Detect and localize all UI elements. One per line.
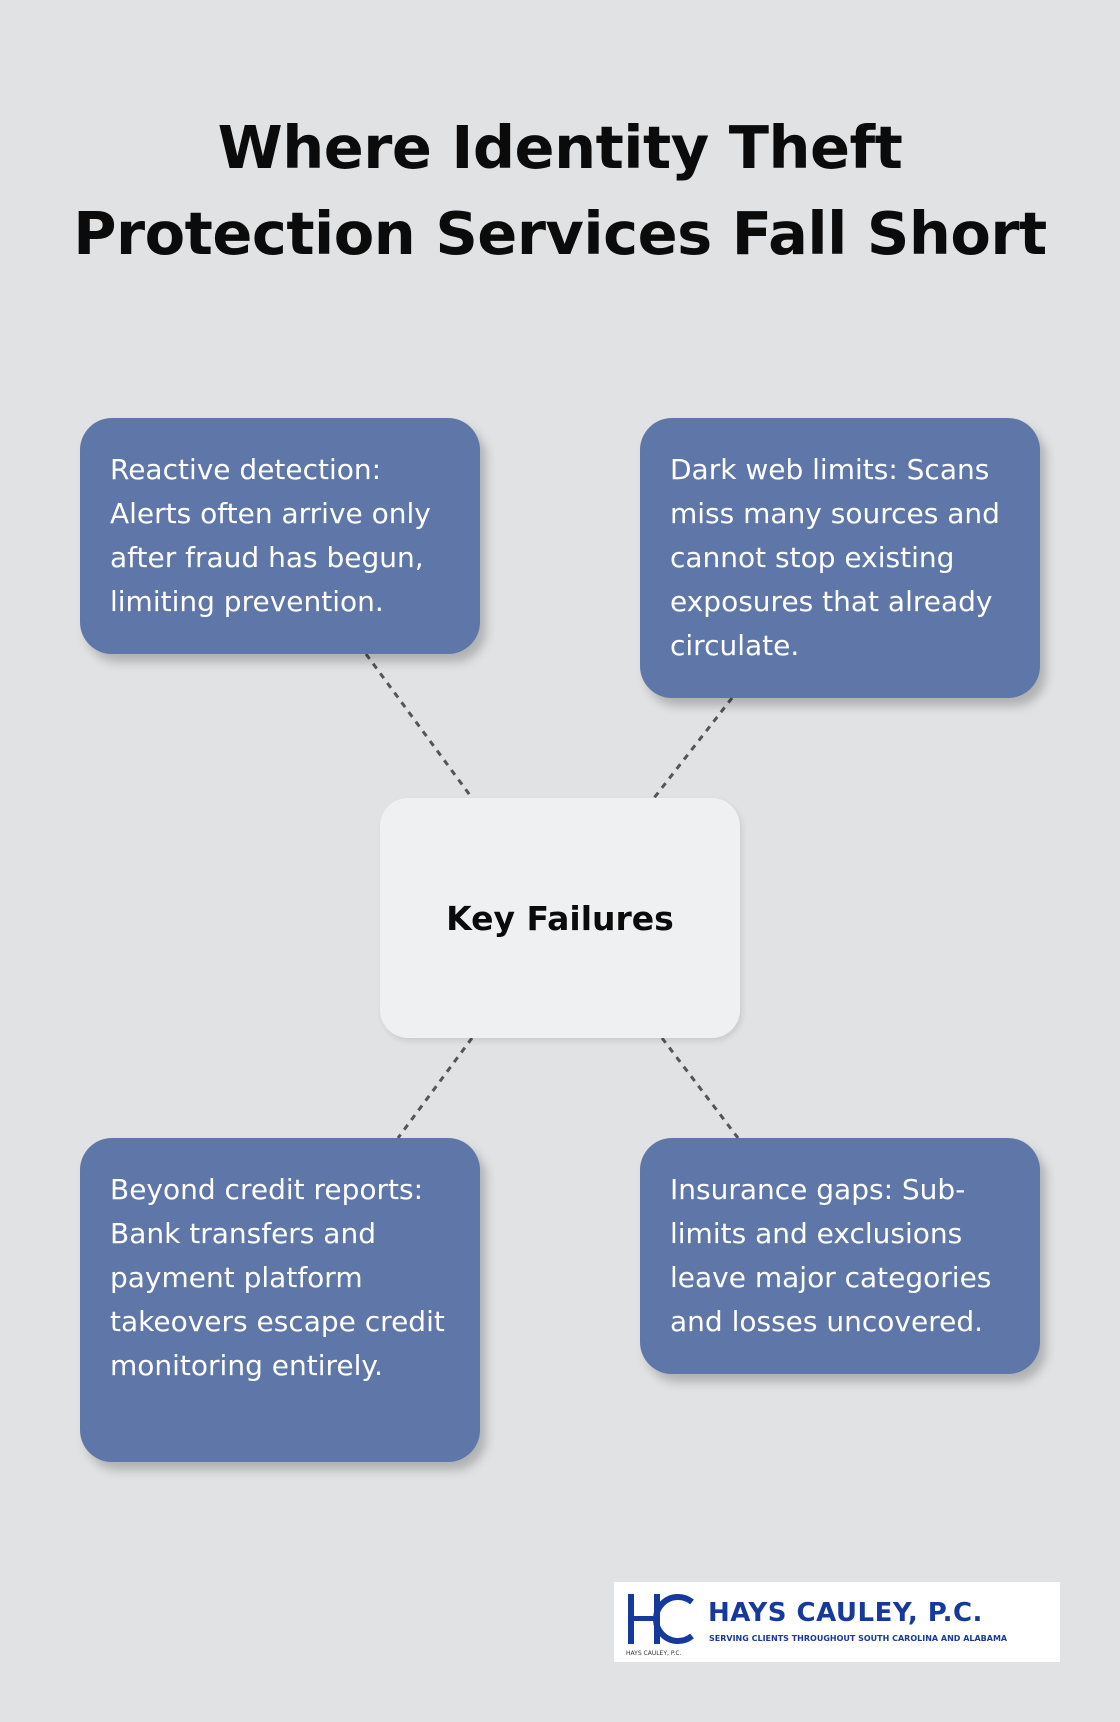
connector-top-left [364, 653, 474, 799]
hc-monogram-icon [628, 1594, 694, 1644]
center-label: Key Failures [446, 898, 674, 938]
center-node: Key Failures [380, 798, 740, 1038]
firm-logo: HAYS CAULEY, P.C. SERVING CLIENTS THROUG… [614, 1582, 1060, 1662]
connector-top-right [652, 697, 734, 799]
card-reactive-detection: Reactive detection: Alerts often arrive … [80, 418, 480, 654]
connector-bottom-right [660, 1037, 740, 1139]
connector-bottom-left [396, 1037, 474, 1139]
card-dark-web-limits: Dark web limits: Scans miss many sources… [640, 418, 1040, 698]
logo-tagline: SERVING CLIENTS THROUGHOUT SOUTH CAROLIN… [709, 1634, 1008, 1643]
logo-firm-name: HAYS CAULEY, P.C. [708, 1598, 983, 1628]
page-title: Where Identity Theft Protection Services… [0, 105, 1120, 277]
card-beyond-credit-reports: Beyond credit reports: Bank transfers an… [80, 1138, 480, 1462]
title-line-1: Where Identity Theft [217, 113, 903, 182]
title-line-2: Protection Services Fall Short [73, 199, 1047, 268]
card-insurance-gaps: Insurance gaps: Sub-limits and exclusion… [640, 1138, 1040, 1374]
logo-small-text: HAYS CAULEY, P.C. [626, 1650, 682, 1657]
